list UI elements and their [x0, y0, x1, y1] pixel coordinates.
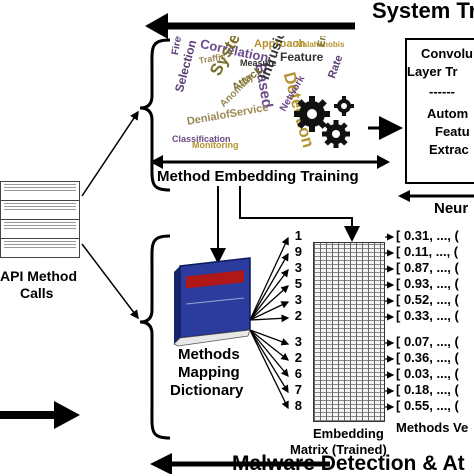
top-brace — [139, 38, 171, 192]
nn-box-divider: ------ — [429, 84, 455, 99]
nn-box-line2: Layer Tr — [407, 64, 458, 79]
word-cloud-term: Rate — [326, 53, 346, 81]
method-vector: [ 0.18, ..., ( — [396, 382, 459, 397]
method-index: 1 — [294, 228, 302, 243]
method-index: 7 — [294, 382, 302, 397]
method-index: 2 — [294, 350, 302, 365]
embedding-matrix-label-line2: Matrix (Trained) — [290, 442, 387, 457]
method-vector: [ 0.55, ..., ( — [396, 398, 459, 413]
api-call-doc — [0, 219, 80, 239]
matrix-to-vector-arrows — [385, 233, 395, 411]
method-index: 9 — [294, 244, 302, 259]
method-vector: [ 0.52, ..., ( — [396, 292, 459, 307]
api-to-top-arrow — [81, 110, 139, 197]
dictionary-book-icon — [173, 257, 251, 347]
word-cloud-term: Measure — [240, 58, 277, 68]
method-vector: [ 0.31, ..., ( — [396, 228, 459, 243]
gears-icon — [294, 96, 354, 148]
bottom-left-arrow — [0, 401, 80, 429]
malware-detection-banner: Malware Detection & At — [232, 452, 465, 475]
method-vector: [ 0.93, ..., ( — [396, 276, 459, 291]
method-index: 8 — [294, 398, 302, 413]
word-cloud-term: Monitoring — [192, 140, 239, 150]
neural-training-box: Convolu Layer Tr ------ Autom Featu Extr… — [405, 38, 474, 184]
methods-vectors-label: Methods Ve — [396, 420, 469, 435]
method-vector: [ 0.36, ..., ( — [396, 350, 459, 365]
api-calls-label-line2: Calls — [20, 285, 54, 301]
method-index: 5 — [294, 276, 302, 291]
neural-label: Neur — [434, 200, 469, 217]
method-vector: [ 0.03, ..., ( — [396, 366, 459, 381]
dictionary-label-line3: Dictionary — [170, 382, 244, 399]
nn-box-line5: Extrac — [429, 142, 469, 157]
word-cloud-term: Feature — [280, 50, 324, 64]
dictionary-label-line2: Mapping — [178, 364, 240, 381]
bottom-brace — [139, 234, 171, 440]
word-cloud-term: Classification — [172, 134, 231, 144]
method-vector: [ 0.07, ..., ( — [396, 334, 459, 349]
embedding-matrix-label-line1: Embedding — [313, 426, 384, 441]
api-call-doc — [0, 181, 80, 201]
book-fan-arrows — [249, 236, 290, 410]
method-index: 3 — [294, 292, 302, 307]
word-cloud-term: Malahanobis — [296, 40, 345, 49]
dictionary-label-line1: Methods — [178, 346, 240, 363]
api-call-doc — [0, 200, 80, 220]
method-index: 3 — [294, 334, 302, 349]
nn-box-line1: Convolu — [421, 46, 473, 61]
embedding-matrix — [313, 242, 385, 422]
method-index: 2 — [294, 308, 302, 323]
method-vector: [ 0.87, ..., ( — [396, 260, 459, 275]
method-embedding-training-label: Method Embedding Training — [157, 168, 359, 185]
method-vector: [ 0.33, ..., ( — [396, 308, 459, 323]
api-call-doc — [0, 238, 80, 258]
top-banner-arrow — [145, 13, 355, 39]
nn-box-line4: Featu — [435, 124, 470, 139]
api-to-bottom-arrow — [81, 243, 139, 320]
api-calls-label-line1: API Method — [0, 268, 77, 284]
method-index: 6 — [294, 366, 302, 381]
method-vector: [ 0.11, ..., ( — [396, 244, 459, 259]
method-index: 3 — [294, 260, 302, 275]
embedding-to-matrix-arrow — [239, 186, 360, 242]
word-cloud-term: Approach — [254, 38, 306, 50]
nn-box-line3: Autom — [427, 106, 469, 121]
system-training-banner: System Tr — [372, 0, 474, 23]
bottom-banner-arrow — [150, 453, 330, 474]
